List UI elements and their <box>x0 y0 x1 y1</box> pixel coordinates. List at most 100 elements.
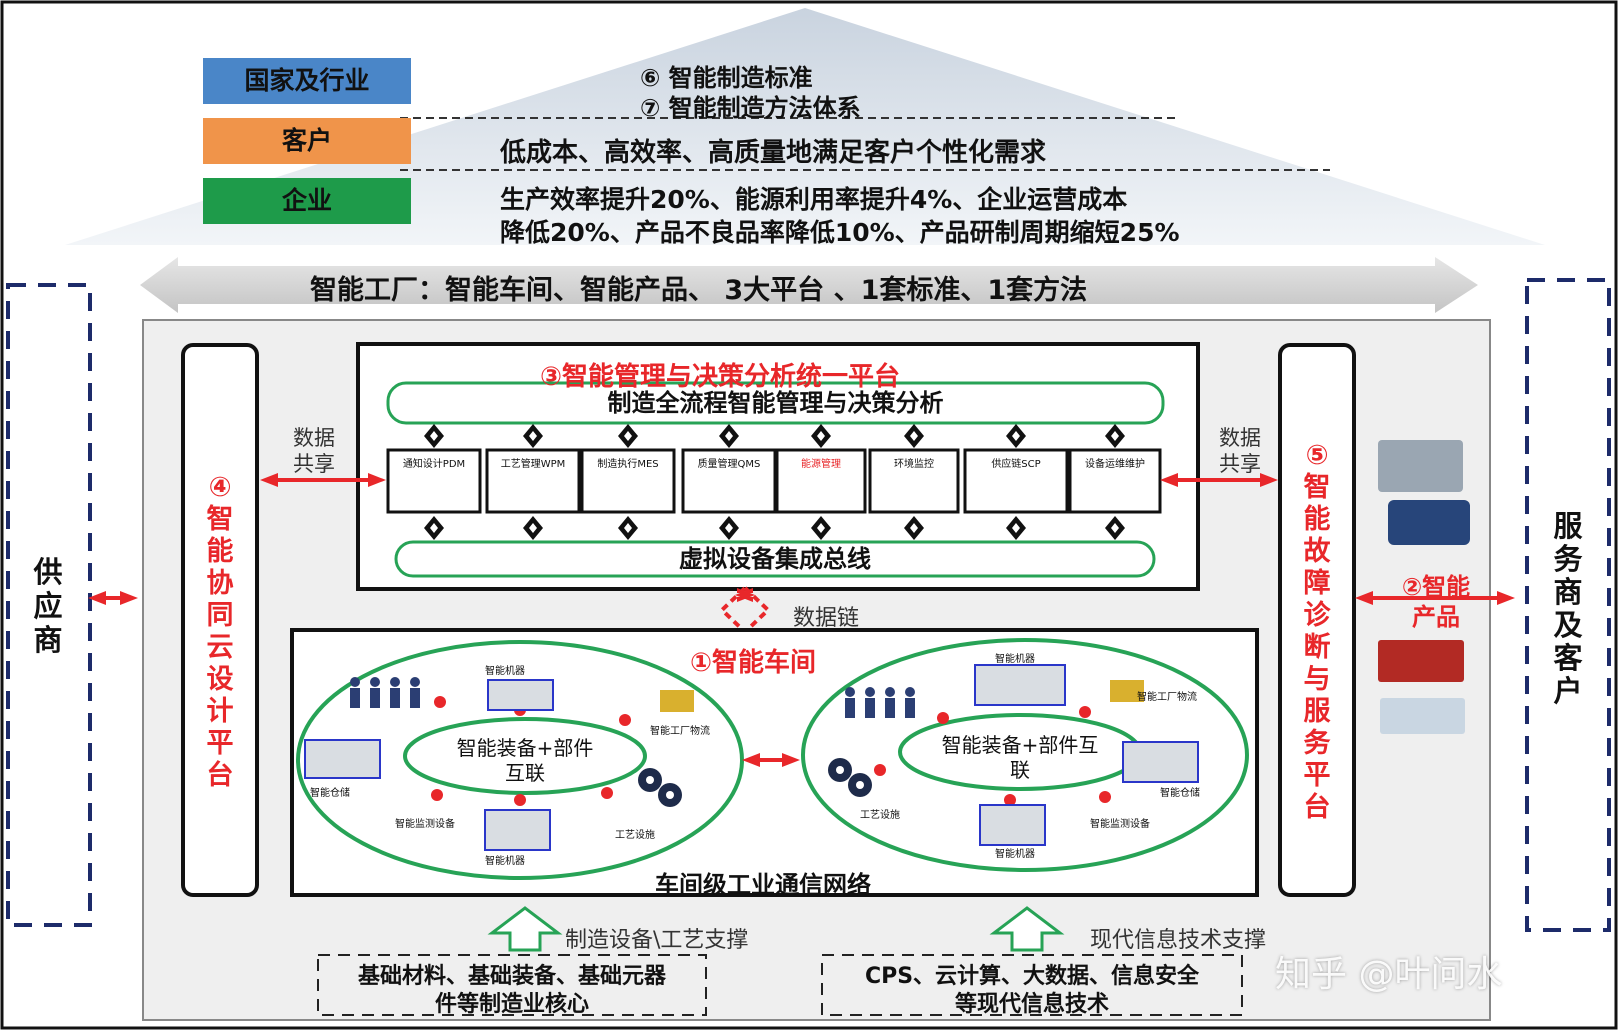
worker-body-icon <box>885 698 895 718</box>
machine-icon <box>487 679 554 711</box>
module-label: 环境监控 <box>894 459 934 470</box>
design-platform-label: ④智能协同云设计平台 <box>206 472 234 791</box>
supplier-label: 供应商 <box>33 555 63 657</box>
tag-national: 国家及行业 <box>244 66 370 95</box>
data-share-right: 数据共享 <box>1219 426 1261 476</box>
support-box-left <box>317 954 707 1016</box>
module-connector-inner <box>1012 431 1020 441</box>
module-box <box>681 448 777 514</box>
module-connector-inner <box>624 431 632 441</box>
connector-dot <box>514 794 526 806</box>
support-arrow-right <box>989 906 1065 952</box>
management-title: ③智能管理与决策分析统一平台 <box>540 362 901 392</box>
module-connector-inner <box>725 431 733 441</box>
connector-dot <box>874 764 886 776</box>
data-chain-label: 数据链 <box>793 606 860 631</box>
forklift-icon <box>660 690 694 712</box>
machine-icon <box>1122 741 1199 783</box>
tag-enterprise: 企业 <box>281 186 332 215</box>
module-box <box>485 448 581 514</box>
worker-body-icon <box>865 698 875 718</box>
module-label: 设备运维维护 <box>1085 459 1145 470</box>
roof-triangle <box>65 8 1545 245</box>
connector-dot <box>937 712 949 724</box>
right-core-label: 智能装备+部件互联 <box>941 733 1099 782</box>
product-vehicle-icons <box>1378 440 1470 734</box>
module-connector-inner <box>529 431 537 441</box>
machine-icon <box>979 804 1046 846</box>
support-box-right <box>821 954 1243 1016</box>
worker-body-icon <box>370 688 380 708</box>
connector-dot <box>619 714 631 726</box>
roof-enterprise-line1: 生产效率提升20%、能源利用率提升4%、企业运营成本 <box>500 185 1128 214</box>
module-box <box>775 448 867 514</box>
tag-enterprise-bg <box>203 178 411 224</box>
roof-customer-need: 低成本、高效率、高质量地满足客户个性化需求 <box>500 138 1047 168</box>
management-bar-label: 制造全流程智能管理与决策分析 <box>607 389 944 417</box>
module-connector-inner <box>910 523 918 533</box>
worker-body-icon <box>390 688 400 708</box>
worker-body-icon <box>410 688 420 708</box>
service-link-arrow <box>1355 591 1515 605</box>
module-connector-inner <box>430 431 438 441</box>
service-platform-box <box>1278 343 1356 897</box>
module-boxes <box>386 448 1162 514</box>
right-ellipse <box>801 638 1249 872</box>
module-box <box>1068 448 1162 514</box>
module-label: 制造执行MES <box>597 459 659 470</box>
worker-head-icon <box>845 687 855 697</box>
support-box-right-line2: 等现代信息技术 <box>954 992 1109 1017</box>
management-bar <box>386 381 1165 425</box>
machine-icon <box>974 664 1066 706</box>
forklift-icon <box>1110 680 1144 702</box>
module-box <box>963 448 1069 514</box>
bus-label: 虚拟设备集成总线 <box>679 545 871 573</box>
workshop-device-label: 智能机器 <box>485 666 525 677</box>
worker-head-icon <box>350 677 360 687</box>
data-chain-arrow <box>735 588 755 602</box>
support-box-left-line2: 件等制造业核心 <box>434 992 589 1017</box>
worker-body-icon <box>905 698 915 718</box>
module-label: 能源管理 <box>801 459 841 470</box>
workshop-device-label: 智能机器 <box>995 849 1035 860</box>
banner-arrow <box>140 257 1478 313</box>
module-connector-inner <box>430 523 438 533</box>
tag-customer: 客户 <box>281 126 332 155</box>
workshop-icons <box>304 664 1199 851</box>
workshop-device-label: 智能仓储 <box>310 788 350 799</box>
data-share-left-arrow <box>260 473 386 487</box>
left-core-label: 智能装备+部件互联 <box>456 736 594 785</box>
module-box <box>580 448 676 514</box>
module-label: 通知设计PDM <box>402 459 466 470</box>
workshop-device-label: 智能机器 <box>485 856 525 867</box>
module-connector-inner <box>817 523 825 533</box>
workshop-device-label: 智能工厂物流 <box>650 726 710 737</box>
connector-dot <box>1099 791 1111 803</box>
workshop-device-label: 工艺设施 <box>860 810 900 821</box>
worker-head-icon <box>885 687 895 697</box>
support-box-right-line1: CPS、云计算、大数据、信息安全 <box>864 964 1200 989</box>
service-label: 服务商及客户 <box>1553 509 1583 708</box>
module-connector-inner <box>817 431 825 441</box>
module-connector-inner <box>529 523 537 533</box>
gear-hub <box>646 776 654 784</box>
machine-icon <box>304 739 381 779</box>
module-arrows <box>424 424 1125 540</box>
module-box <box>868 448 960 514</box>
worker-head-icon <box>905 687 915 697</box>
workshop-device-label: 智能仓储 <box>1160 788 1200 799</box>
module-connector-inner <box>624 523 632 533</box>
supplier-link-arrow <box>88 591 138 605</box>
roof-enterprise-line2: 降低20%、产品不良品率降低10%、产品研制周期缩短25% <box>500 218 1180 247</box>
module-box <box>386 448 482 514</box>
data-share-right-arrow <box>1160 473 1278 487</box>
connector-dot <box>431 789 443 801</box>
gear-hub <box>666 791 674 799</box>
workshop-device-label: 工艺设施 <box>615 830 655 841</box>
workshop-device-label: 智能监测设备 <box>1090 819 1150 830</box>
worker-head-icon <box>410 677 420 687</box>
support-label-left: 制造设备\工艺支撑 <box>565 928 749 953</box>
worker-head-icon <box>390 677 400 687</box>
